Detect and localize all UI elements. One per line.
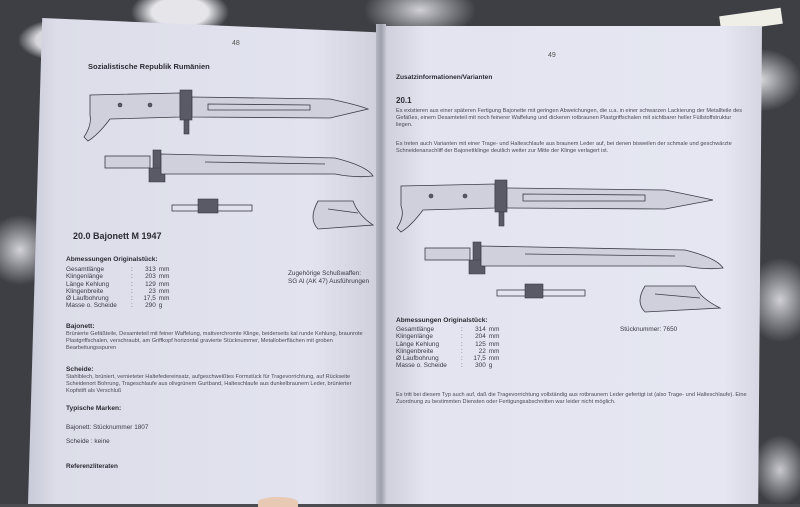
- frog-drawing-left: [171, 198, 375, 230]
- right-section-heading: Zusatzinformationen/Varianten: [396, 74, 493, 81]
- left-measurements-heading: Abmessungen Originalstück:: [66, 256, 158, 263]
- frog-drawing-right: [496, 283, 722, 313]
- bayonet-drawing-left: [83, 89, 370, 142]
- scabbard-drawing-left: [104, 149, 374, 183]
- bayonet-drawing-right: [396, 179, 714, 233]
- right-para3: Es tritt bei diesem Typ auch auf, daß di…: [396, 392, 747, 405]
- markings-heading: Typische Marken:: [66, 405, 122, 412]
- left-page-number: 48: [232, 40, 240, 47]
- weapon-note-line2: SG Al (AK 47) Ausführungen: [288, 278, 369, 285]
- right-subsection: 20.1: [396, 96, 412, 105]
- book-gutter: [376, 24, 386, 504]
- marking-scheide: Scheide : keine: [66, 438, 110, 445]
- references-heading: Referenzliteraten: [66, 463, 118, 470]
- finger: [258, 497, 298, 507]
- right-para2: Es treten auch Varianten mit einer Trage…: [396, 141, 732, 154]
- marking-bajonett: Bajonett: Stücknummer 1807: [66, 424, 149, 431]
- weapon-note-line1: Zugehörige Schußwaffen:: [288, 270, 362, 277]
- left-section-title: 20.0 Bajonett M 1947: [73, 231, 162, 241]
- bajonett-heading: Bajonett:: [66, 323, 95, 330]
- right-page-number: 49: [548, 52, 556, 59]
- scheide-text: Stahlblech, brüniert, vernieteter Haltef…: [66, 374, 352, 394]
- serial-note: Stücknummer: 7650: [620, 326, 678, 333]
- left-country-heading: Sozialistische Republik Rumänien: [88, 62, 210, 71]
- scheide-heading: Scheide:: [66, 366, 94, 373]
- right-measurements-heading: Abmessungen Originalstück:: [396, 317, 488, 324]
- right-para1: Es existieren aus einer späteren Fertigu…: [396, 108, 743, 128]
- scabbard-drawing-right: [424, 241, 724, 275]
- bajonett-text: Brünierte Gefäßteile, Desamteteil mit fe…: [66, 331, 363, 351]
